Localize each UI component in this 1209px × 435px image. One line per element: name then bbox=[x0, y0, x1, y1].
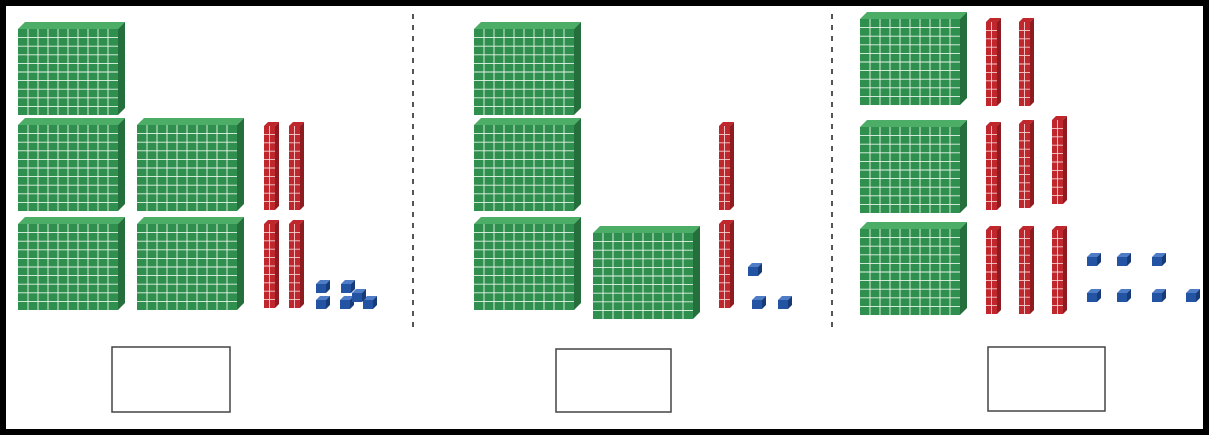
one-cube-block bbox=[341, 280, 355, 293]
ten-rod-block bbox=[719, 220, 734, 308]
one-cube-block bbox=[340, 296, 354, 309]
ten-rod-block bbox=[719, 122, 734, 210]
hundred-flat-block bbox=[593, 226, 700, 319]
ten-rod-block bbox=[289, 220, 304, 308]
ten-rod-block bbox=[1052, 226, 1067, 314]
one-cube-block bbox=[1117, 289, 1131, 302]
one-cube-block bbox=[316, 296, 330, 309]
ten-rod-block bbox=[289, 122, 304, 210]
hundred-flat-block bbox=[474, 22, 581, 115]
one-cube-block bbox=[1087, 253, 1101, 266]
hundred-flat-block bbox=[137, 118, 244, 211]
hundred-flat-block bbox=[860, 222, 967, 315]
answer-box[interactable] bbox=[556, 349, 671, 412]
one-cube-block bbox=[748, 263, 762, 276]
one-cube-block bbox=[352, 289, 366, 302]
one-cube-block bbox=[316, 280, 330, 293]
ten-rod-block bbox=[1019, 120, 1034, 208]
panel-2 bbox=[474, 22, 792, 412]
ten-rod-block bbox=[264, 220, 279, 308]
ten-rod-block bbox=[1019, 226, 1034, 314]
ten-rod-block bbox=[986, 122, 1001, 210]
hundred-flat-block bbox=[137, 217, 244, 310]
one-cube-block bbox=[1117, 253, 1131, 266]
panel-3 bbox=[860, 12, 1200, 411]
answer-box[interactable] bbox=[112, 347, 230, 412]
ten-rod-block bbox=[986, 226, 1001, 314]
hundred-flat-block bbox=[474, 118, 581, 211]
hundred-flat-block bbox=[18, 217, 125, 310]
ten-rod-block bbox=[264, 122, 279, 210]
hundred-flat-block bbox=[18, 118, 125, 211]
hundred-flat-block bbox=[18, 22, 125, 115]
ten-rod-block bbox=[1052, 116, 1067, 204]
one-cube-block bbox=[1186, 289, 1200, 302]
one-cube-block bbox=[1152, 289, 1166, 302]
ten-rod-block bbox=[1019, 18, 1034, 106]
one-cube-block bbox=[778, 296, 792, 309]
answer-box[interactable] bbox=[988, 347, 1105, 411]
hundred-flat-block bbox=[860, 120, 967, 213]
hundred-flat-block bbox=[860, 12, 967, 105]
one-cube-block bbox=[752, 296, 766, 309]
one-cube-block bbox=[1087, 289, 1101, 302]
hundred-flat-block bbox=[474, 217, 581, 310]
ten-rod-block bbox=[986, 18, 1001, 106]
panel-1 bbox=[18, 22, 377, 412]
one-cube-block bbox=[1152, 253, 1166, 266]
